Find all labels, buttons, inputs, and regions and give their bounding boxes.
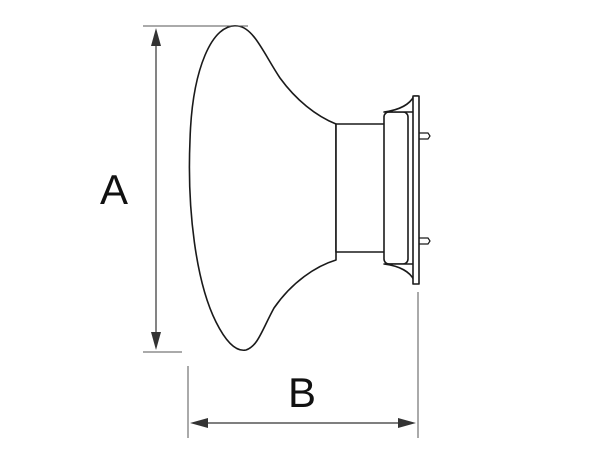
knob-head bbox=[188, 25, 337, 351]
knob-collar bbox=[383, 111, 409, 265]
dimension-label-a: A bbox=[100, 166, 128, 213]
knob-base-plate bbox=[412, 95, 420, 285]
arrow-down-icon bbox=[151, 332, 161, 350]
dimension-label-b: B bbox=[288, 369, 316, 416]
arrow-left-icon bbox=[190, 418, 208, 428]
knob-part bbox=[188, 25, 431, 351]
knob-neck bbox=[335, 123, 387, 253]
arrow-up-icon bbox=[151, 28, 161, 46]
dimension-b: B bbox=[187, 292, 419, 438]
mounting-pin-bottom bbox=[419, 237, 431, 245]
dimension-a: A bbox=[100, 25, 248, 353]
mounting-pin-top bbox=[419, 132, 431, 140]
arrow-right-icon bbox=[398, 418, 416, 428]
